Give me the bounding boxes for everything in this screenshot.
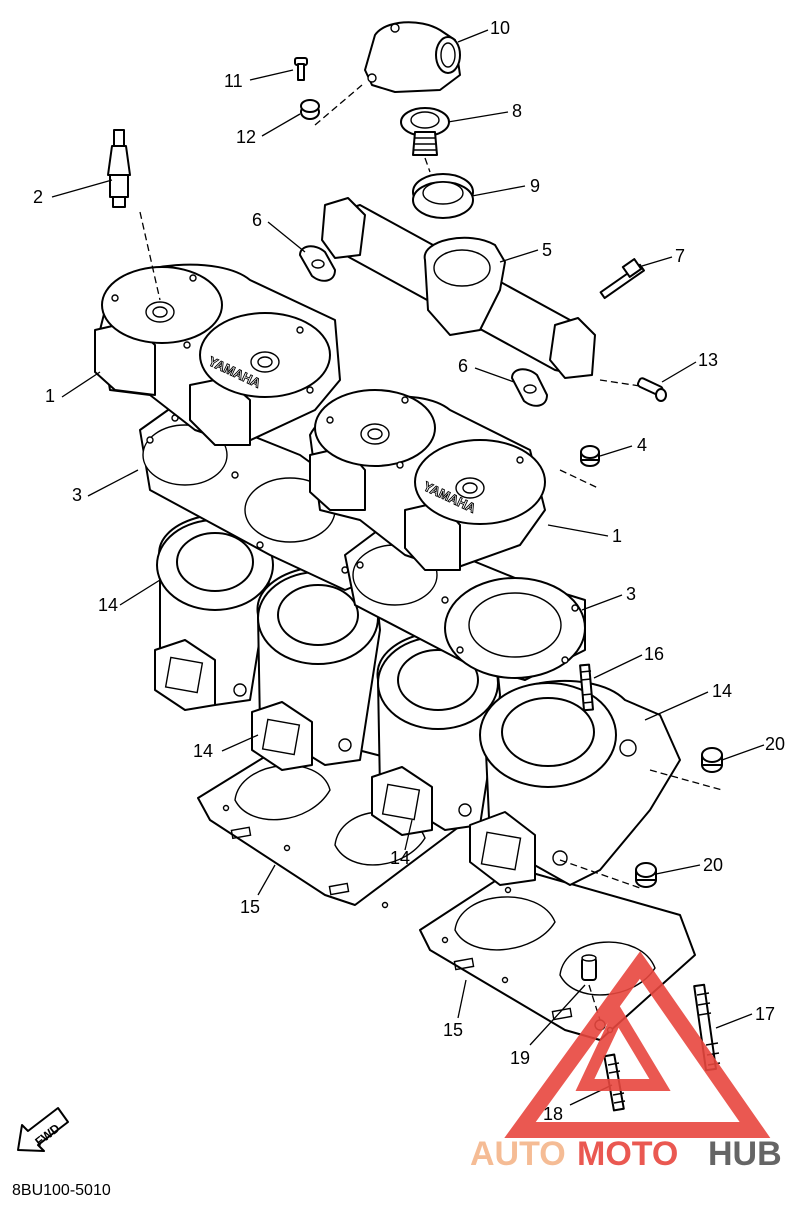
cylinder-head-rear: YAMAHA	[94, 263, 341, 446]
callout-10: 10	[490, 18, 510, 38]
callout-3-front: 3	[626, 584, 636, 604]
nut-4	[580, 445, 600, 467]
dowel-pin-19	[581, 954, 597, 981]
water-outlet-pipe	[321, 197, 596, 379]
callout-20-lower: 20	[703, 855, 723, 875]
bolt-7	[599, 258, 645, 300]
callout-14-c: 14	[193, 741, 213, 761]
thermostat	[400, 107, 450, 156]
callout-4: 4	[637, 435, 647, 455]
pipe-gasket-6-upper-hole	[311, 259, 325, 269]
callout-5: 5	[542, 240, 552, 260]
brand-watermark-logo: AUTO MOTO HUB	[470, 951, 782, 1173]
thermostat-seal	[412, 173, 474, 219]
watermark-text-hub: HUB	[708, 1135, 782, 1173]
bolt-11	[294, 57, 308, 81]
callout-16: 16	[644, 644, 664, 664]
callout-12: 12	[236, 127, 256, 147]
cylinder-block-4	[469, 680, 681, 886]
callout-7: 7	[675, 246, 685, 266]
callout-13: 13	[698, 350, 718, 370]
forward-direction-arrow: FWD	[17, 1107, 69, 1152]
callout-9: 9	[530, 176, 540, 196]
watermark-text-auto: AUTO	[470, 1135, 566, 1173]
watermark-triangle-outer	[504, 951, 771, 1138]
leader-lines	[51, 29, 765, 1106]
callout-18: 18	[543, 1104, 563, 1124]
head-gasket-pair-front	[344, 524, 586, 681]
callout-1-rear: 1	[45, 386, 55, 406]
callout-6-lower: 6	[458, 356, 468, 376]
callout-15-rear: 15	[240, 897, 260, 917]
callout-14-a: 14	[98, 595, 118, 615]
assembly-lines	[139, 84, 723, 1021]
pipe-gasket-6-lower-hole	[523, 384, 537, 394]
callout-14-b: 14	[712, 681, 732, 701]
callout-labels: 10 11 12 8 2 9 6 5 7 6 13 1 4 3 1 14 3 1…	[33, 18, 785, 1124]
watermark-text-moto: MOTO	[577, 1135, 678, 1173]
nut-20-lower	[635, 862, 657, 888]
callout-8: 8	[512, 101, 522, 121]
callout-2: 2	[33, 187, 43, 207]
callout-20-upper: 20	[765, 734, 785, 754]
callout-19: 19	[510, 1048, 530, 1068]
stud-bolt-16	[579, 663, 594, 712]
cylinder-head-front: YAMAHA	[309, 389, 546, 571]
nut-20-upper	[701, 747, 723, 773]
cylinder-block-1	[154, 512, 274, 711]
callout-17: 17	[755, 1004, 775, 1024]
callout-15-front: 15	[443, 1020, 463, 1040]
callout-3-rear: 3	[72, 485, 82, 505]
callout-11: 11	[224, 71, 243, 91]
callout-1-front: 1	[612, 526, 622, 546]
thermostat-cover	[364, 21, 461, 93]
plug-13	[636, 377, 667, 402]
cylinder-block-2	[251, 564, 381, 771]
grommet-12	[300, 99, 320, 120]
callout-14-d: 14	[390, 848, 410, 868]
diagram-code: 8BU100-5010	[12, 1182, 111, 1199]
cylinder-block-3	[371, 629, 501, 836]
spark-plug	[107, 129, 131, 208]
callout-6-upper: 6	[252, 210, 262, 230]
watermark-triangle-inner	[575, 1002, 671, 1091]
